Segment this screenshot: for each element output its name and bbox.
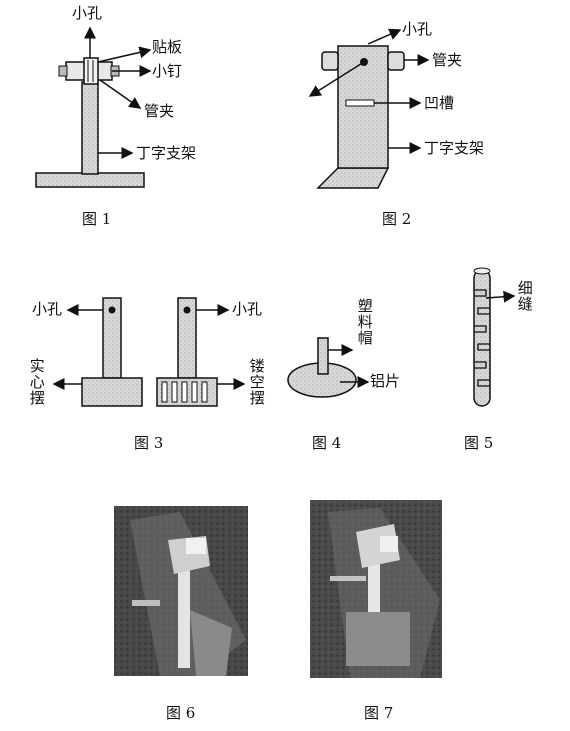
figure-7-photo: [310, 500, 442, 678]
arrow-diagonal: [308, 61, 365, 97]
fig3-label-hollow-pendulum: 镂空摆: [247, 358, 266, 406]
fig5-label-slit: 细缝: [515, 280, 534, 312]
mount-plate: [83, 57, 99, 85]
figure-7-caption: 图 7: [364, 704, 394, 722]
plastic-cap: [317, 337, 329, 375]
groove: [345, 99, 375, 107]
t-stand-base: [35, 172, 145, 188]
fig4-label-plastic-cap: 塑料帽: [355, 298, 374, 346]
fig3-label-hole-right: 小孔: [232, 300, 263, 318]
figure-1-caption: 图 1: [82, 210, 112, 228]
figure-5-slotted-tube: [473, 267, 516, 407]
figure-3-caption: 图 3: [134, 434, 164, 452]
stand-foot: [316, 167, 390, 189]
figure-5-caption: 图 5: [464, 434, 494, 452]
fig2-label-hole: 小孔: [402, 20, 433, 38]
clamp-right: [387, 51, 405, 71]
figure-3-pendulums: [52, 297, 246, 407]
fig1-label-clamp: 管夹: [144, 102, 175, 120]
fig2-label-clamp: 管夹: [432, 51, 463, 69]
figure-4-caption: 图 4: [312, 434, 342, 452]
fig1-label-plate: 贴板: [152, 38, 183, 56]
figure-2-t-stand: [308, 28, 430, 189]
fig3-label-solid-pendulum: 实心摆: [27, 358, 46, 406]
fig1-label-nail: 小钉: [152, 62, 183, 80]
figure-6-caption: 图 6: [166, 704, 196, 722]
fig4-label-aluminum-sheet: 铝片: [370, 372, 401, 390]
fig1-label-stand: 丁字支架: [136, 144, 197, 162]
t-stand-post: [81, 81, 99, 175]
stand-board: [337, 45, 389, 169]
figure-2-caption: 图 2: [382, 210, 412, 228]
clamp-left-knob: [58, 65, 68, 77]
fig2-label-stand: 丁字支架: [424, 139, 485, 157]
arrow-plate: [97, 46, 152, 63]
figure-1-t-stand: [35, 26, 152, 188]
arrow-clamp: [99, 79, 142, 109]
photo-6-stand: [178, 552, 190, 668]
arrow-hole-2: [367, 28, 402, 45]
figure-6-photo: [114, 506, 248, 676]
solid-pendulum-bob: [81, 377, 143, 407]
clamp-left: [321, 51, 339, 71]
figure-4-aluminum-sheet: [287, 337, 370, 398]
fig2-label-groove: 凹槽: [424, 94, 455, 112]
fig3-label-hole-left: 小孔: [32, 300, 63, 318]
fig1-label-hole: 小孔: [72, 4, 103, 22]
